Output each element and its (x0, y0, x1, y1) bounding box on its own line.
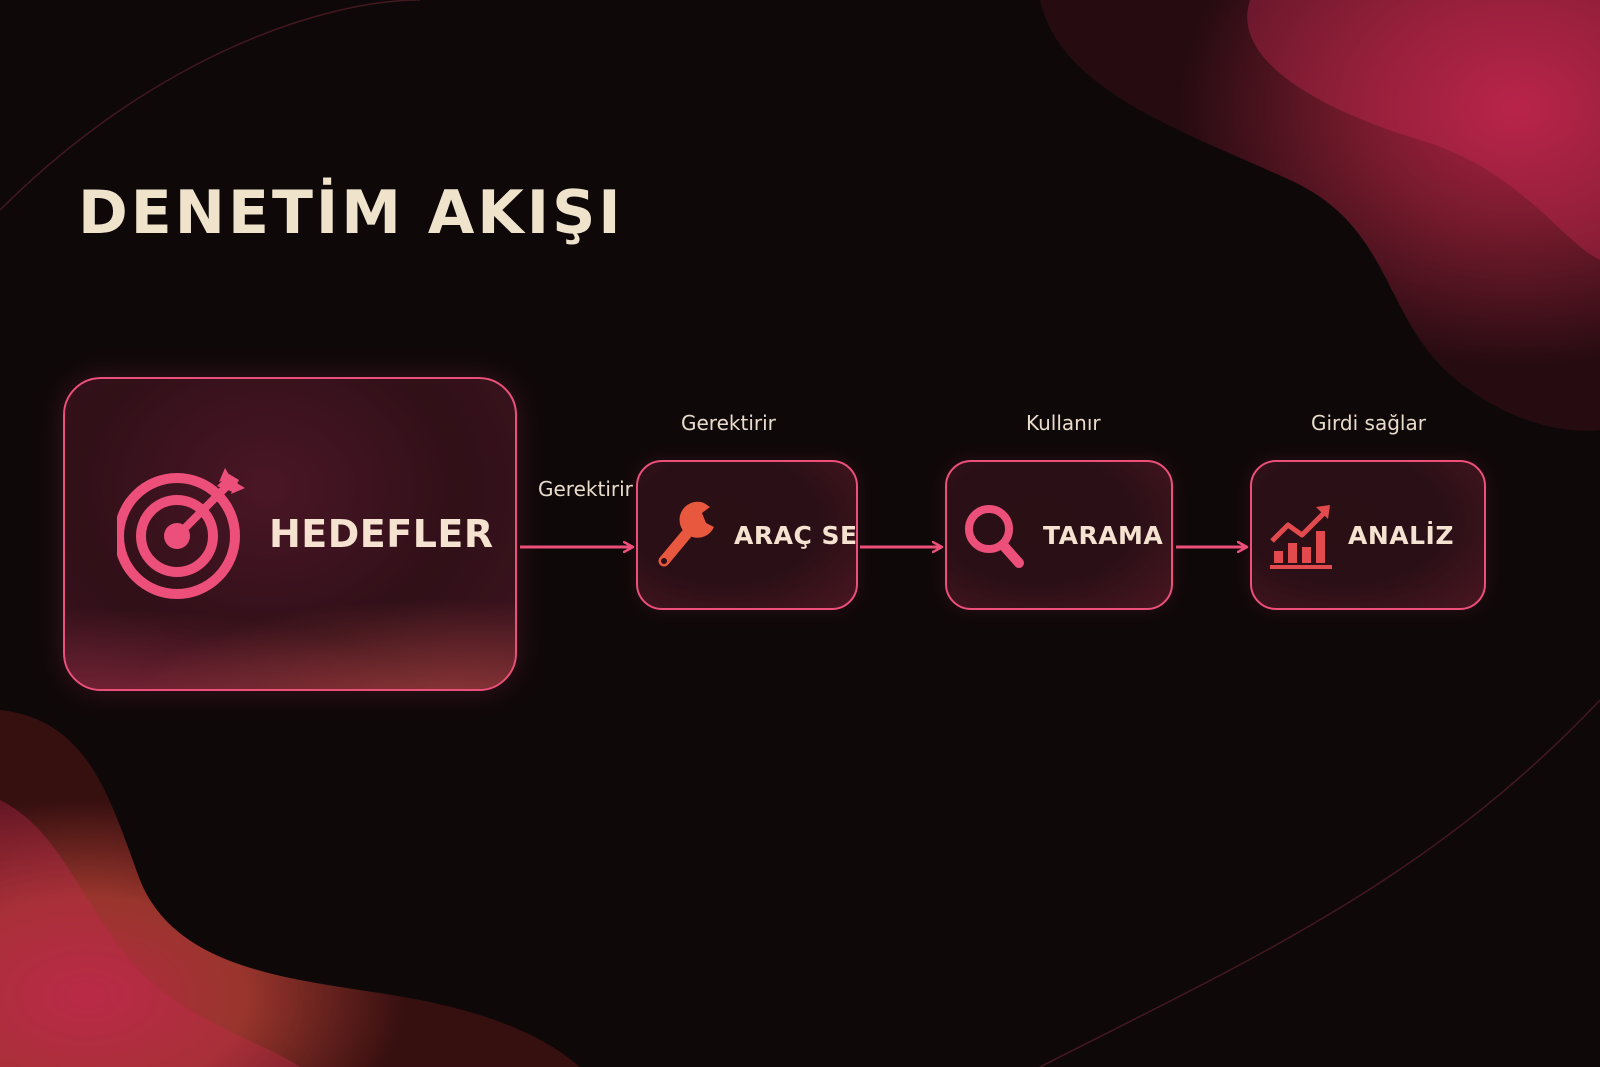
chart-growth-icon (1266, 495, 1336, 575)
node-tarama: TARAMA (945, 460, 1173, 610)
node-analiz: ANALİZ (1250, 460, 1486, 610)
node-label: ANALİZ (1348, 520, 1454, 550)
search-icon (961, 495, 1031, 575)
edge-label-arac-upper: Gerektirir (681, 411, 776, 435)
wrench-icon (652, 495, 722, 575)
edge-label-tarama-analiz: Girdi sağlar (1311, 411, 1426, 435)
node-arac-seti: ARAÇ SETİ (636, 460, 858, 610)
target-icon (117, 464, 247, 604)
node-label: ARAÇ SETİ (734, 520, 858, 550)
node-label: TARAMA (1043, 520, 1164, 550)
edge-label-hedefler-arac: Gerektirir (538, 477, 633, 501)
node-label: HEDEFLER (269, 512, 494, 556)
node-hedefler: HEDEFLER (63, 377, 517, 691)
page-title: DENETİM AKIŞI (78, 178, 624, 248)
edge-label-arac-tarama: Kullanır (1026, 411, 1101, 435)
